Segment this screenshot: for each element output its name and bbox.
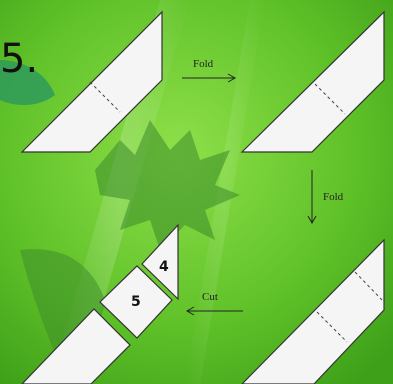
cut-label: Cut	[202, 291, 218, 303]
step-number: 5.	[0, 36, 38, 82]
fold-label-2: Fold	[323, 191, 344, 203]
triangle-piece-label: 4	[159, 259, 169, 275]
fold-label-1: Fold	[193, 58, 214, 70]
square-piece-label: 5	[131, 294, 141, 310]
